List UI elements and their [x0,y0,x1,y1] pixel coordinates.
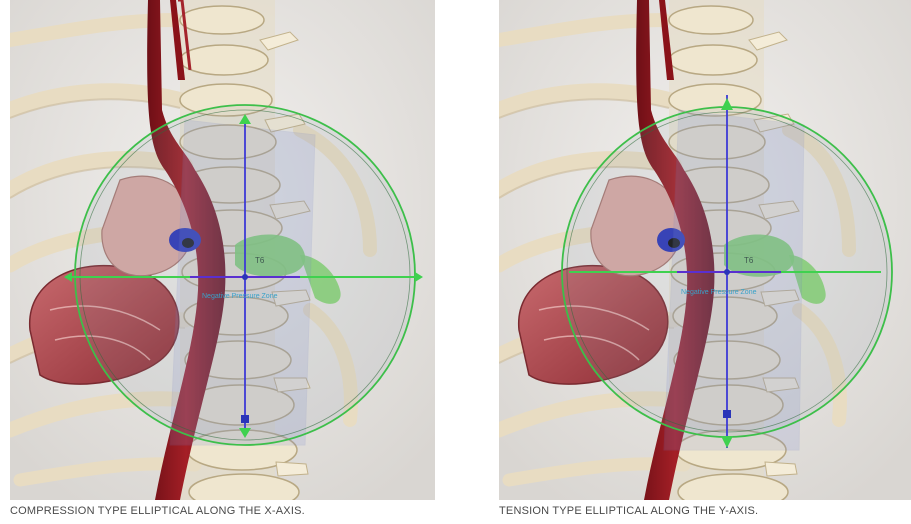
anatomy-render-left: T6 Negative Pressure Zone [10,0,435,500]
anatomy-scene-left: T6 Negative Pressure Zone [10,0,435,500]
caption-compression: COMPRESSION TYPE ELLIPTICAL ALONG THE X-… [10,505,305,517]
gizmo-center-left[interactable] [242,274,248,280]
anatomy-scene-right: T6 Negative Pressure Zone [499,0,911,500]
overlay-label-right: Negative Pressure Zone [681,289,757,296]
y-handle-knob-left[interactable] [241,415,249,423]
y-handle-knob-right[interactable] [723,410,731,418]
anatomy-render-right: T6 Negative Pressure Zone [499,0,911,500]
overlay-label-left: Negative Pressure Zone [202,293,278,300]
gizmo-center-right[interactable] [724,269,730,275]
caption-tension: TENSION TYPE ELLIPTICAL ALONG THE Y-AXIS… [499,505,758,517]
